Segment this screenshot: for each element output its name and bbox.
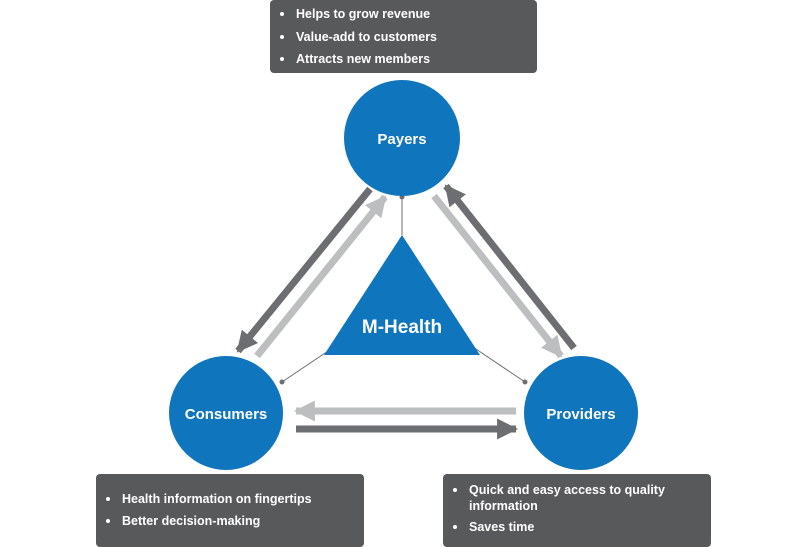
consumers-benefit-item: Better decision-making bbox=[96, 513, 364, 529]
connector-dot-consumers bbox=[279, 379, 285, 385]
payers-benefit-item: Attracts new members bbox=[270, 51, 537, 67]
payers-circle bbox=[344, 80, 460, 196]
connector-to-providers bbox=[469, 344, 526, 383]
arrow-providers-to-payers bbox=[443, 183, 577, 351]
arrow-payers-to-providers bbox=[431, 193, 564, 359]
connector-dot-providers bbox=[522, 379, 528, 385]
consumers-benefit-item: Health information on fingertips bbox=[96, 491, 364, 507]
consumers-circle bbox=[169, 356, 283, 470]
payers-benefit-item: Value-add to customers bbox=[270, 29, 537, 45]
providers-benefit-item: Saves time bbox=[443, 519, 711, 535]
payers-benefits-list: Helps to grow revenue Value-add to custo… bbox=[270, 6, 537, 67]
payers-label: Payers bbox=[377, 131, 426, 148]
connector-lines bbox=[279, 194, 528, 385]
providers-benefit-item: Quick and easy access to quality informa… bbox=[443, 482, 669, 514]
providers-label: Providers bbox=[546, 406, 615, 423]
providers-benefits-box: Quick and easy access to quality informa… bbox=[443, 474, 711, 547]
payers-benefits-box: Helps to grow revenue Value-add to custo… bbox=[270, 0, 537, 73]
consumers-benefits-list: Health information on fingertips Better … bbox=[96, 491, 364, 529]
consumers-benefits-box: Health information on fingertips Better … bbox=[96, 474, 364, 547]
providers-benefits-list: Quick and easy access to quality informa… bbox=[443, 482, 711, 535]
providers-circle bbox=[524, 356, 638, 470]
m-health-triangle bbox=[324, 235, 480, 355]
payers-benefit-item: Helps to grow revenue bbox=[270, 6, 537, 22]
m-health-label: M-Health bbox=[362, 317, 442, 338]
arrow-consumers-to-payers bbox=[254, 194, 388, 359]
consumers-label: Consumers bbox=[185, 406, 268, 423]
arrow-payers-to-consumers bbox=[235, 186, 373, 354]
